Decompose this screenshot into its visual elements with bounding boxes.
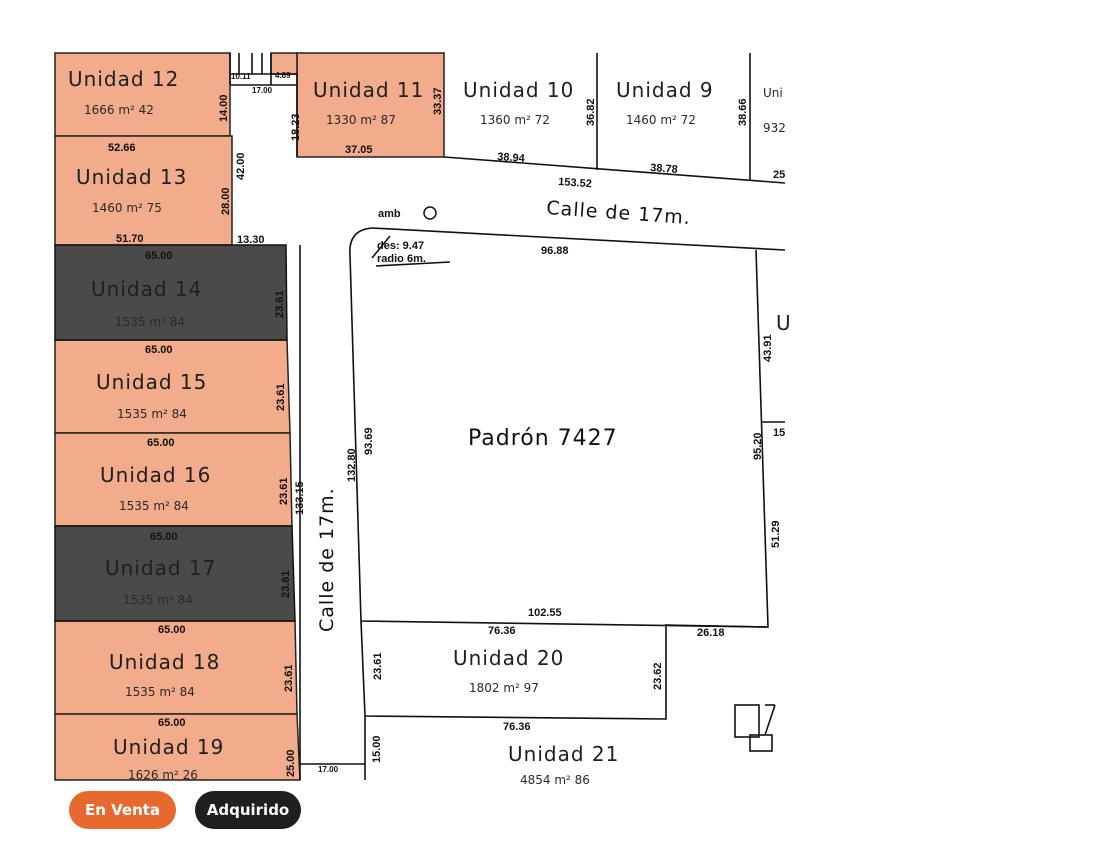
dimension: 38.94 (497, 151, 526, 165)
lot-unidad-13[interactable] (54, 135, 233, 246)
dimension-labels: 52.66 51.70 13.30 65.00 65.00 65.00 65.0… (108, 71, 792, 777)
unit-area: 1460 m² 72 (626, 113, 696, 127)
dimension: 65.00 (145, 344, 173, 356)
unit-name: Unidad 16 (100, 463, 211, 487)
dimension: 23.61 (283, 664, 295, 692)
dimension: 15.00 (371, 735, 383, 763)
dimension: 93.69 (363, 427, 375, 455)
dimension: 153.52 (558, 176, 592, 190)
dimension: 10.11 (231, 72, 251, 81)
unit-area: 1535 m² 84 (125, 685, 195, 699)
dimension: 17.00 (252, 86, 273, 95)
unit-area: 1535 m² 84 (123, 593, 193, 607)
dimension: 65.00 (147, 437, 175, 449)
dimension: 65.00 (158, 624, 186, 636)
unit-area: 1666 m² 42 (84, 103, 154, 117)
dimension: 38.66 (737, 98, 749, 126)
dimension: 23.61 (274, 290, 286, 318)
unit-name: Unidad 10 (463, 78, 574, 102)
unit-name: Unidad 18 (109, 650, 220, 674)
dimension: 65.00 (150, 531, 178, 543)
dimension: 65.00 (158, 717, 186, 729)
unit-area: 4854 m² 86 (520, 773, 590, 787)
legend-en-venta[interactable]: En Venta (69, 791, 176, 829)
unit-name: Unidad 15 (96, 370, 207, 394)
street-name-west: Calle de 17m. (316, 487, 338, 632)
padron-label: Padrón 7427 (468, 426, 618, 451)
dimension: des: 9.47 (377, 240, 424, 252)
lot-unidad-17[interactable] (54, 525, 296, 622)
unit-name: Unidad 13 (76, 165, 187, 189)
unit-name: Unidad 14 (91, 277, 202, 301)
unit-name: Unidad 19 (113, 735, 224, 759)
dimension: 4.89 (275, 71, 291, 80)
unit-name: Unidad 20 (453, 646, 564, 670)
dimension: 95.20 (752, 432, 764, 460)
dimension: 132.80 (346, 448, 358, 482)
unit-area: 932 (763, 121, 786, 135)
dimension: 76.36 (503, 721, 531, 733)
street-name-north: Calle de 17m. (546, 197, 692, 229)
dimension: 52.66 (108, 142, 136, 154)
dimension: 96.88 (541, 245, 569, 257)
lot-unidad-14[interactable] (54, 244, 288, 341)
dimension: 23.61 (372, 652, 384, 680)
unit-area: 1535 m² 84 (119, 499, 189, 513)
unit-name: Uni (763, 86, 783, 100)
dimension: U (776, 311, 792, 335)
unit-area: 1460 m² 75 (92, 201, 162, 215)
dimension: 25 (773, 169, 785, 181)
dimension: 51.70 (116, 233, 144, 245)
dimension: 15 (773, 427, 785, 439)
unit-name: Unidad 21 (508, 742, 619, 766)
dimension: 23.61 (275, 383, 287, 411)
unit-name: Unidad 12 (68, 67, 179, 91)
dimension: 36.82 (585, 98, 597, 126)
legend-adquirido[interactable]: Adquirido (195, 791, 301, 829)
dimension: 65.00 (145, 250, 173, 262)
dimension: 26.18 (697, 627, 725, 639)
unit-labels: Unidad 12 1666 m² 42 Unidad 11 1330 m² 8… (68, 67, 786, 787)
manhole-circle (423, 206, 437, 220)
dimension: 102.55 (528, 607, 562, 619)
unit-area: 1626 m² 26 (128, 768, 198, 782)
dimension: 17.00 (318, 765, 339, 774)
dimension: 38.78 (650, 162, 678, 176)
unit-area: 1330 m² 87 (326, 113, 396, 127)
dimension: 13.30 (237, 234, 265, 246)
dimension: 43.91 (762, 334, 774, 362)
unit-area: 1360 m² 72 (480, 113, 550, 127)
unit-area: 1802 m² 97 (469, 681, 539, 695)
dimension: 42.00 (235, 152, 247, 180)
dimension: 14.00 (218, 94, 230, 122)
dimension: amb (378, 208, 401, 220)
dimension: 23.62 (652, 662, 664, 690)
unit-area: 1535 m² 84 (115, 315, 185, 329)
dimension: 33.37 (432, 87, 444, 115)
dimension: 37.05 (345, 144, 373, 156)
dimension: radio 6m. (377, 253, 426, 265)
lot-unidad-11[interactable] (296, 52, 445, 158)
dimension: 51.29 (770, 520, 782, 548)
dimension: 23.61 (278, 477, 290, 505)
lot-unidad-12[interactable] (54, 52, 231, 137)
dimension: 76.36 (488, 625, 516, 637)
unit-area: 1535 m² 84 (117, 407, 187, 421)
dimension: 23.61 (280, 570, 292, 598)
unit-name: Unidad 11 (313, 78, 424, 102)
dimension: 133.15 (294, 481, 306, 515)
dimension: 18.23 (290, 113, 302, 141)
dimension: 25.00 (285, 749, 297, 777)
unit-name: Unidad 9 (616, 78, 714, 102)
unit-name: Unidad 17 (105, 556, 216, 580)
dimension: 28.00 (220, 187, 232, 215)
